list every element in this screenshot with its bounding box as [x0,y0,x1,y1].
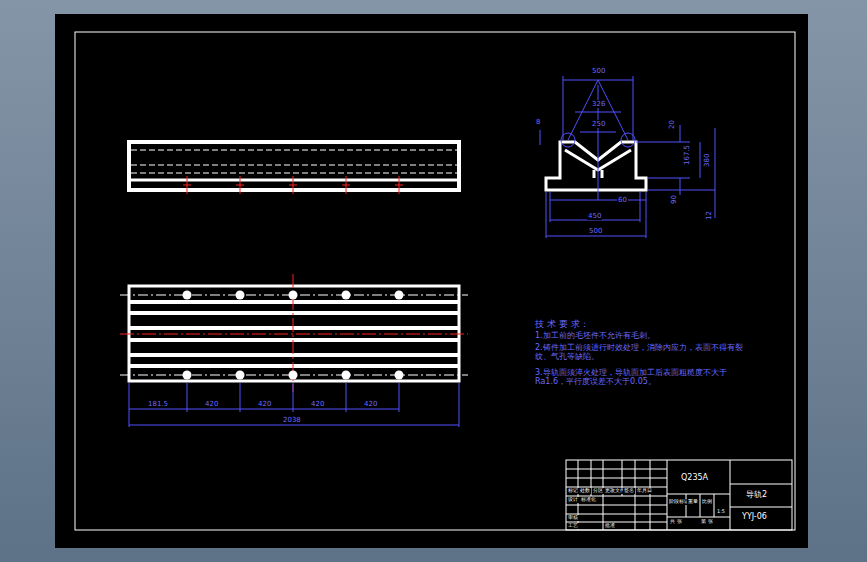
dimension-text: 181.5 [147,400,169,408]
title-block-text: 导轨2 [745,490,768,499]
dimension-text: 420 [257,400,272,408]
technical-note: 2.铸件加工前须进行时效处理，消除内应力，表面不得有裂纹、气孔等缺陷。 [534,343,746,361]
dimension-text: 500 [588,227,603,235]
title-block-text: 第 张 [700,519,714,525]
title-block-text: 标准化 [580,497,597,503]
dimension-text: 326 [591,100,606,108]
title-block-text: 共 张 [669,519,683,525]
dimension-text: 420 [310,400,325,408]
dimension-text: 8 [535,118,541,126]
title-block-text: 分区 [592,488,604,494]
title-block-text: 标记 [567,488,579,494]
dimension-text: 250 [591,120,606,128]
technical-note: 1.加工前的毛坯件不允许有毛刺。 [534,331,656,340]
title-block-text: 年月日 [636,488,653,494]
dimension-text: 420 [204,400,219,408]
title-block-text: 审核 [567,515,579,521]
dimension-text: 12 [705,210,713,221]
title-block-text: 重量 [687,499,699,505]
dimension-text: 420 [363,400,378,408]
title-block-text: 1:5 [716,509,726,515]
title-block-text: 工艺 [567,523,579,529]
dimension-text: 60 [617,196,628,204]
dimension-text: 450 [587,212,602,220]
title-block-text: YYJ-06 [741,512,768,521]
technical-note: 技 术 要 求： [534,319,590,329]
title-block-text: 签名 [623,488,635,494]
title-block-text: 处数 [579,488,591,494]
dimension-text: 90 [670,194,678,205]
dimension-text: 167.5 [683,144,691,166]
title-block-text: 比例 [701,499,713,505]
technical-note: 3.导轨面须淬火处理，导轨面加工后表面粗糙度不大于Ra1.6，平行度误差不大于0… [534,368,746,386]
dimension-text: 500 [591,67,606,75]
title-block-text: Q235A [680,473,709,482]
dimension-text: 2038 [282,416,302,424]
title-block-text: 批准 [604,523,616,529]
dimension-text: 20 [668,119,676,130]
drawing-sheet [55,14,808,548]
title-block-text: 设计 [567,497,579,503]
dimension-text: 380 [703,153,711,168]
